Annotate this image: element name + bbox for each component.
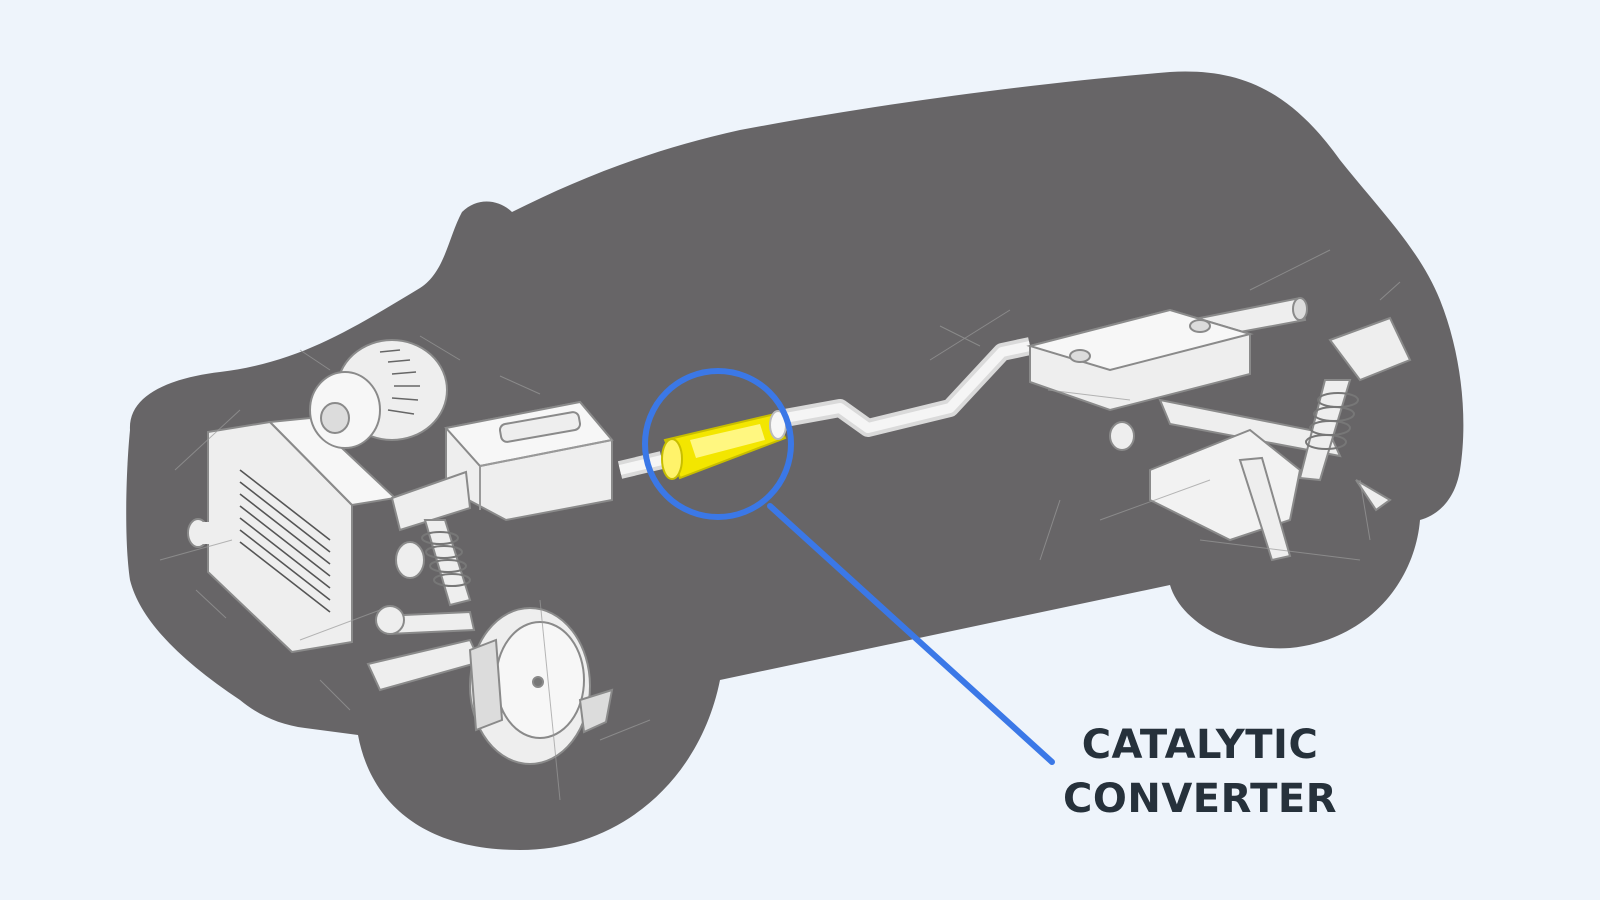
callout-label-line2: CONVERTER [1062, 776, 1338, 822]
construction-lines [159, 249, 1401, 801]
front-suspension-icon [366, 470, 482, 692]
brake-disc-icon [468, 607, 614, 765]
callout-label-line1: CATALYTIC [1081, 722, 1319, 768]
callout-label: CATALYTIC CONVERTER [1030, 718, 1370, 826]
engine-block-icon [444, 400, 614, 522]
muffler-icon [1026, 308, 1254, 412]
radiator-icon [187, 416, 425, 654]
callout-marker [642, 368, 1055, 765]
rear-suspension-icon [1109, 316, 1412, 562]
alternator-icon [309, 339, 448, 449]
catalytic-converter-icon [661, 410, 787, 480]
